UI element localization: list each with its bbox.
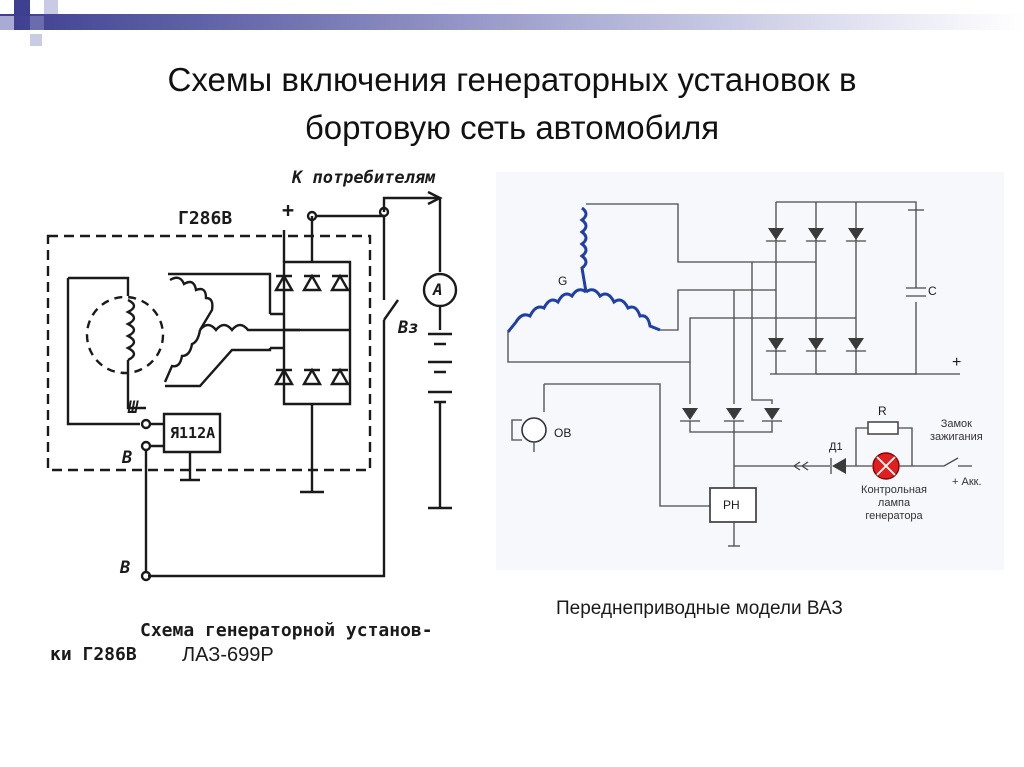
diode-d1-label: Д1: [829, 441, 843, 453]
winding-phase-2: [506, 288, 587, 333]
plus-label-left: +: [282, 198, 295, 222]
control-lamp-cross: [876, 456, 896, 476]
bridge-frame: [770, 201, 917, 375]
ignition-switch-wire: [899, 457, 972, 467]
header-square-dark: [14, 0, 30, 16]
slide-title-line2: бортовую сеть автомобиля: [304, 109, 720, 146]
regulator-box: [162, 412, 222, 454]
stator-winding-bottom: [163, 329, 202, 383]
slide-title-line1: Схемы включения генераторных установок в: [167, 61, 857, 98]
lamp-label-line3: генератора: [865, 510, 923, 522]
left-caption-line1: Схема генераторной установ-: [140, 620, 433, 641]
rectifier-diodes-upper: [273, 273, 351, 292]
right-caption: Переднеприводные модели ВАЗ: [556, 598, 843, 619]
rectifier-diodes-lower: [273, 367, 351, 386]
battery-cells: [428, 332, 452, 404]
consumers-label: К потребителям: [292, 168, 436, 188]
excitation-bus: [689, 421, 773, 488]
rotor-bottom-wire: [126, 360, 146, 410]
header-square-light: [0, 16, 14, 30]
capacitor-c-label: C: [928, 284, 937, 298]
terminal-v-lower-label: В: [120, 558, 131, 578]
header-square-mid: [30, 16, 44, 30]
capacitor-symbol: [906, 287, 926, 297]
ignition-label-line1: Замок: [940, 418, 972, 430]
lead-phase-3: [660, 289, 734, 331]
stator-winding-right: [199, 323, 258, 332]
excitation-ob-label: ОВ: [554, 426, 572, 440]
regulator-rn-label: РН: [723, 498, 740, 512]
generator-housing: [46, 234, 372, 472]
stator-phase-a: [168, 272, 272, 314]
regulator-wires: [150, 422, 192, 480]
left-schematic: [46, 190, 458, 582]
bridge-phase-links: [716, 261, 856, 319]
stator-phase-c: [165, 348, 272, 388]
rectifier-frame: [282, 260, 352, 406]
lead-phase-2: [507, 317, 716, 363]
regulator-rn-box: [709, 487, 757, 523]
battery-label: + Акк.: [952, 476, 982, 488]
connector-arrows: [792, 461, 809, 471]
lamp-label: Контрольная лампа генератора: [844, 484, 944, 523]
resistor-r: [867, 421, 899, 435]
header-gradient-bar: [0, 14, 1024, 30]
regulator-label-left: Я112А: [170, 424, 216, 442]
terminal-v-lower: [140, 570, 152, 582]
lamp-label-line2: лампа: [877, 497, 911, 509]
rotor-top-wire: [68, 276, 130, 296]
ammeter-label: A: [433, 280, 443, 299]
header-square-small: [30, 34, 42, 46]
d1-diode: [832, 458, 846, 474]
resistor-wires: [855, 427, 913, 466]
resistor-r-label: R: [878, 404, 887, 418]
rotor-coil: [125, 298, 136, 362]
terminal-sh-label: Ш: [128, 398, 139, 418]
lead-phase-1: [586, 203, 752, 263]
consumers-wire: [382, 196, 440, 212]
bridge-diodes: [766, 228, 866, 352]
winding-phase-3: [585, 288, 661, 332]
plus-label-right: +: [952, 354, 962, 371]
terminal-sh: [140, 418, 152, 430]
ob-brush: [511, 419, 522, 441]
excitation-diode-leads: [689, 262, 773, 404]
terminal-v-upper: [140, 440, 152, 452]
ignition-label: Замок зажигания: [930, 418, 983, 444]
ob-wire: [544, 383, 710, 507]
generator-model-label: Г286В: [178, 208, 233, 229]
ob-rotor: [521, 417, 547, 443]
ignition-label-line2: зажигания: [930, 431, 983, 443]
switch-wire-bottom: [148, 320, 386, 578]
left-caption-vehicle: ЛАЗ-699Р: [182, 644, 274, 666]
stator-winding-top: [169, 276, 214, 331]
lamp-label-line1: Контрольная: [861, 484, 927, 496]
excitation-loop-wire: [66, 278, 140, 426]
winding-phase-1: [579, 206, 588, 293]
terminal-v-upper-label: В: [122, 448, 133, 468]
switch-label: Вз: [398, 318, 419, 338]
generator-g-label: G: [558, 274, 568, 288]
ignition-switch: [383, 299, 399, 321]
header-square-pale: [44, 0, 58, 14]
rotor-circle: [85, 295, 165, 375]
left-caption-line2: ки Г286В: [50, 644, 137, 665]
excitation-diodes: [680, 408, 782, 422]
rectifier-links: [270, 216, 350, 350]
slide-title: Схемы включения генераторных установок в…: [40, 56, 984, 152]
right-schematic: [506, 201, 972, 547]
